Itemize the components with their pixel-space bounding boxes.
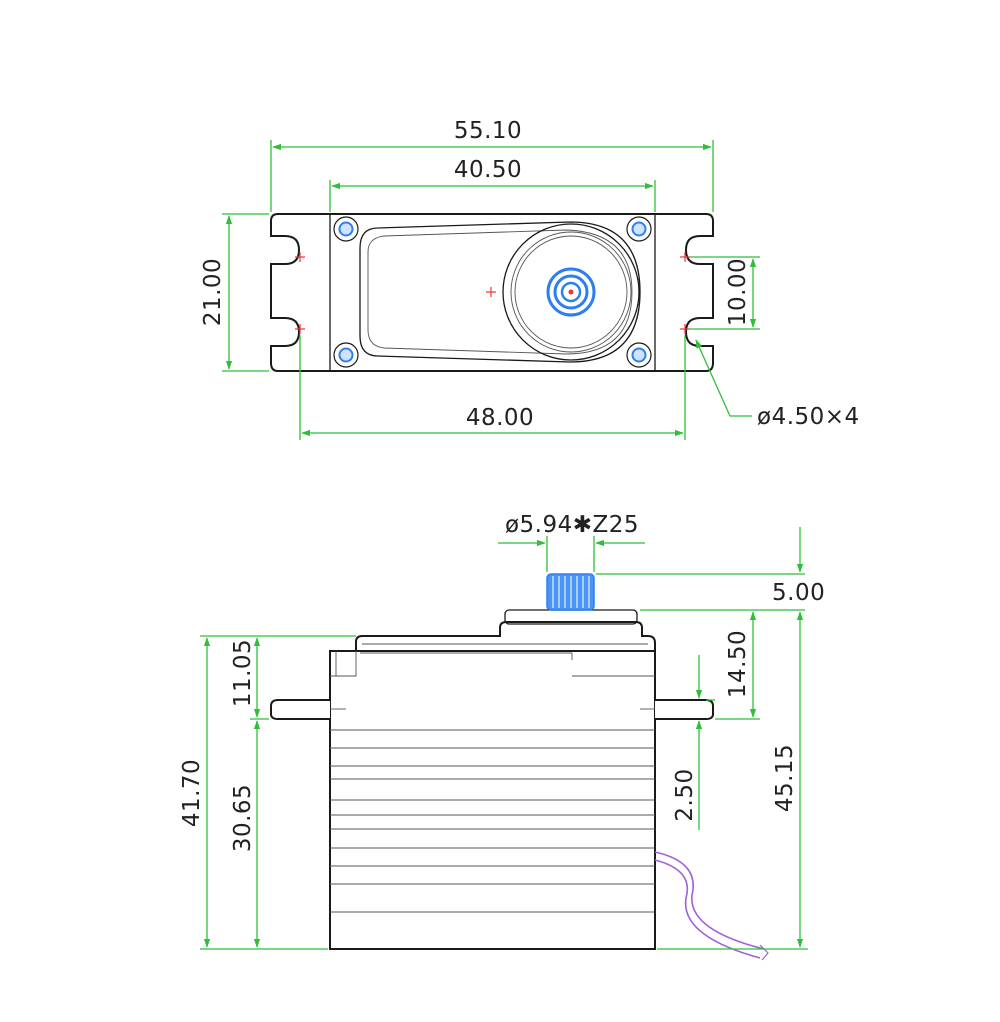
leader-hole-diameter bbox=[695, 339, 752, 417]
side-body-ribs bbox=[330, 729, 655, 913]
dim-hole-diameter: ø4.50×4 bbox=[757, 404, 860, 430]
center-mark bbox=[295, 252, 690, 334]
dim-hole-spacing-vertical: 10.00 bbox=[725, 258, 751, 326]
side-view: ø5.94✱Z25 5.00 11.05 41.70 30.65 14.50 2… bbox=[179, 512, 825, 961]
dim-overall-height: 45.15 bbox=[772, 744, 798, 812]
dim-hole-spacing-horizontal: 48.00 bbox=[466, 405, 534, 431]
dim-overall-length: 55.10 bbox=[454, 118, 522, 144]
dim-tab-thickness: 2.50 bbox=[672, 768, 698, 821]
dim-hub-to-tab: 14.50 bbox=[725, 630, 751, 698]
screw-icon bbox=[333, 216, 652, 368]
dim-top-to-tab: 11.05 bbox=[230, 639, 256, 707]
side-tab-left bbox=[270, 699, 330, 720]
wire-icon bbox=[654, 851, 769, 961]
side-tab-right bbox=[655, 699, 714, 720]
output-gear-housing bbox=[502, 223, 640, 361]
dim-body-height: 41.70 bbox=[179, 759, 205, 827]
spline-side bbox=[546, 573, 595, 611]
top-case-cover bbox=[359, 221, 641, 363]
dim-spline: ø5.94✱Z25 bbox=[505, 512, 639, 538]
dim-spline-height: 5.00 bbox=[772, 580, 825, 606]
dim-body-length: 40.50 bbox=[454, 157, 522, 183]
top-body bbox=[329, 213, 656, 372]
side-top-cap bbox=[355, 621, 656, 652]
dim-below-tab: 30.65 bbox=[230, 784, 256, 852]
dim-width: 21.00 bbox=[200, 258, 226, 326]
top-view: 55.10 40.50 21.00 10.00 48.00 ø4.50×4 bbox=[200, 118, 860, 440]
